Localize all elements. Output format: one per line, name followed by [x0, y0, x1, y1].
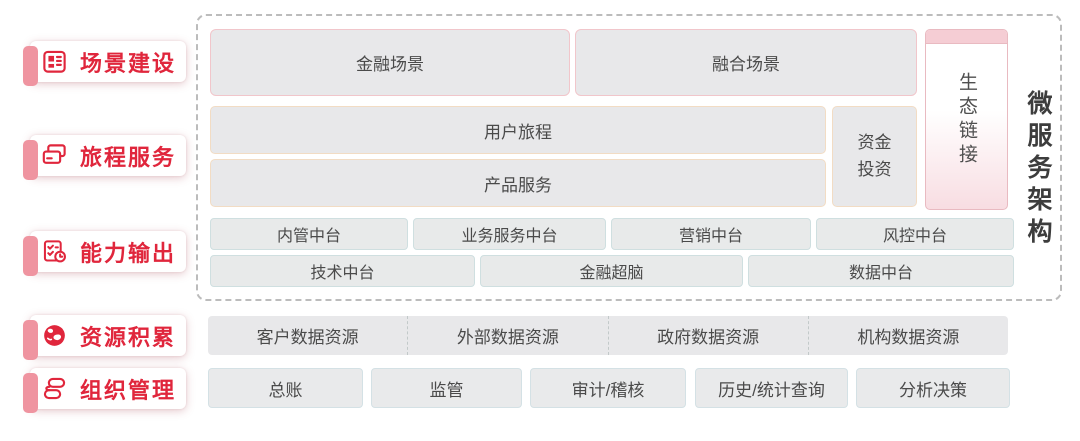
box-analysis-decision: 分析决策: [856, 368, 1010, 408]
data-resource-bar: 客户数据资源 外部数据资源 政府数据资源 机构数据资源: [208, 316, 1008, 355]
box-risk-control-platform: 风控中台: [816, 218, 1014, 250]
microservice-architecture-container: 金融场景 融合场景 用户旅程 产品服务 资金投资 生态链接 微服务架构 内管中台…: [196, 14, 1062, 301]
box-fund-investment: 资金投资: [832, 106, 917, 207]
dashboard-grid-icon: [41, 48, 68, 75]
box-user-journey: 用户旅程: [210, 106, 826, 154]
sidebar-item-resource-accumulation: 资源积累: [23, 315, 186, 360]
org-flow-icon: [41, 375, 68, 402]
box-general-ledger: 总账: [208, 368, 363, 408]
segment-external-data: 外部数据资源: [407, 316, 607, 355]
box-eco-link: 生态链接: [925, 29, 1008, 210]
box-fusion-scene: 融合场景: [575, 29, 917, 96]
eco-link-header-bar: [926, 30, 1007, 44]
box-marketing-platform: 营销中台: [611, 218, 811, 250]
sidebar-item-label: 组织管理: [80, 377, 177, 403]
box-financial-scene: 金融场景: [210, 29, 570, 96]
sidebar-item-scene-construction: 场景建设: [23, 41, 186, 86]
sidebar-item-label: 能力输出: [80, 240, 177, 266]
segment-government-data: 政府数据资源: [607, 316, 808, 355]
sidebar-item-label: 旅程服务: [80, 144, 177, 170]
stacked-cards-icon: [41, 142, 68, 169]
globe-icon: [41, 322, 68, 349]
segment-institution-data: 机构数据资源: [807, 316, 1008, 355]
box-financial-superbrain: 金融超脑: [480, 255, 743, 287]
box-fund-investment-label: 资金投资: [857, 133, 892, 179]
segment-customer-data: 客户数据资源: [256, 328, 359, 347]
box-history-statistics-query: 历史/统计查询: [695, 368, 848, 408]
box-data-platform: 数据中台: [748, 255, 1014, 287]
box-audit-review: 审计/稽核: [530, 368, 686, 408]
box-supervision: 监管: [371, 368, 522, 408]
eco-link-label: 生态链接: [956, 72, 977, 168]
vertical-title-microservice-architecture: 微服务架构: [1024, 90, 1052, 250]
box-product-service: 产品服务: [210, 159, 826, 207]
sidebar-item-capability-output: 能力输出: [23, 231, 186, 276]
box-internal-mgmt-platform: 内管中台: [210, 218, 408, 250]
box-business-service-platform: 业务服务中台: [413, 218, 606, 250]
sidebar-item-label: 场景建设: [80, 50, 177, 76]
sidebar-item-organization-management: 组织管理: [23, 368, 186, 413]
checklist-clock-icon: [41, 238, 68, 265]
box-technology-platform: 技术中台: [210, 255, 475, 287]
sidebar-item-journey-service: 旅程服务: [23, 135, 186, 180]
sidebar-item-label: 资源积累: [80, 324, 177, 350]
